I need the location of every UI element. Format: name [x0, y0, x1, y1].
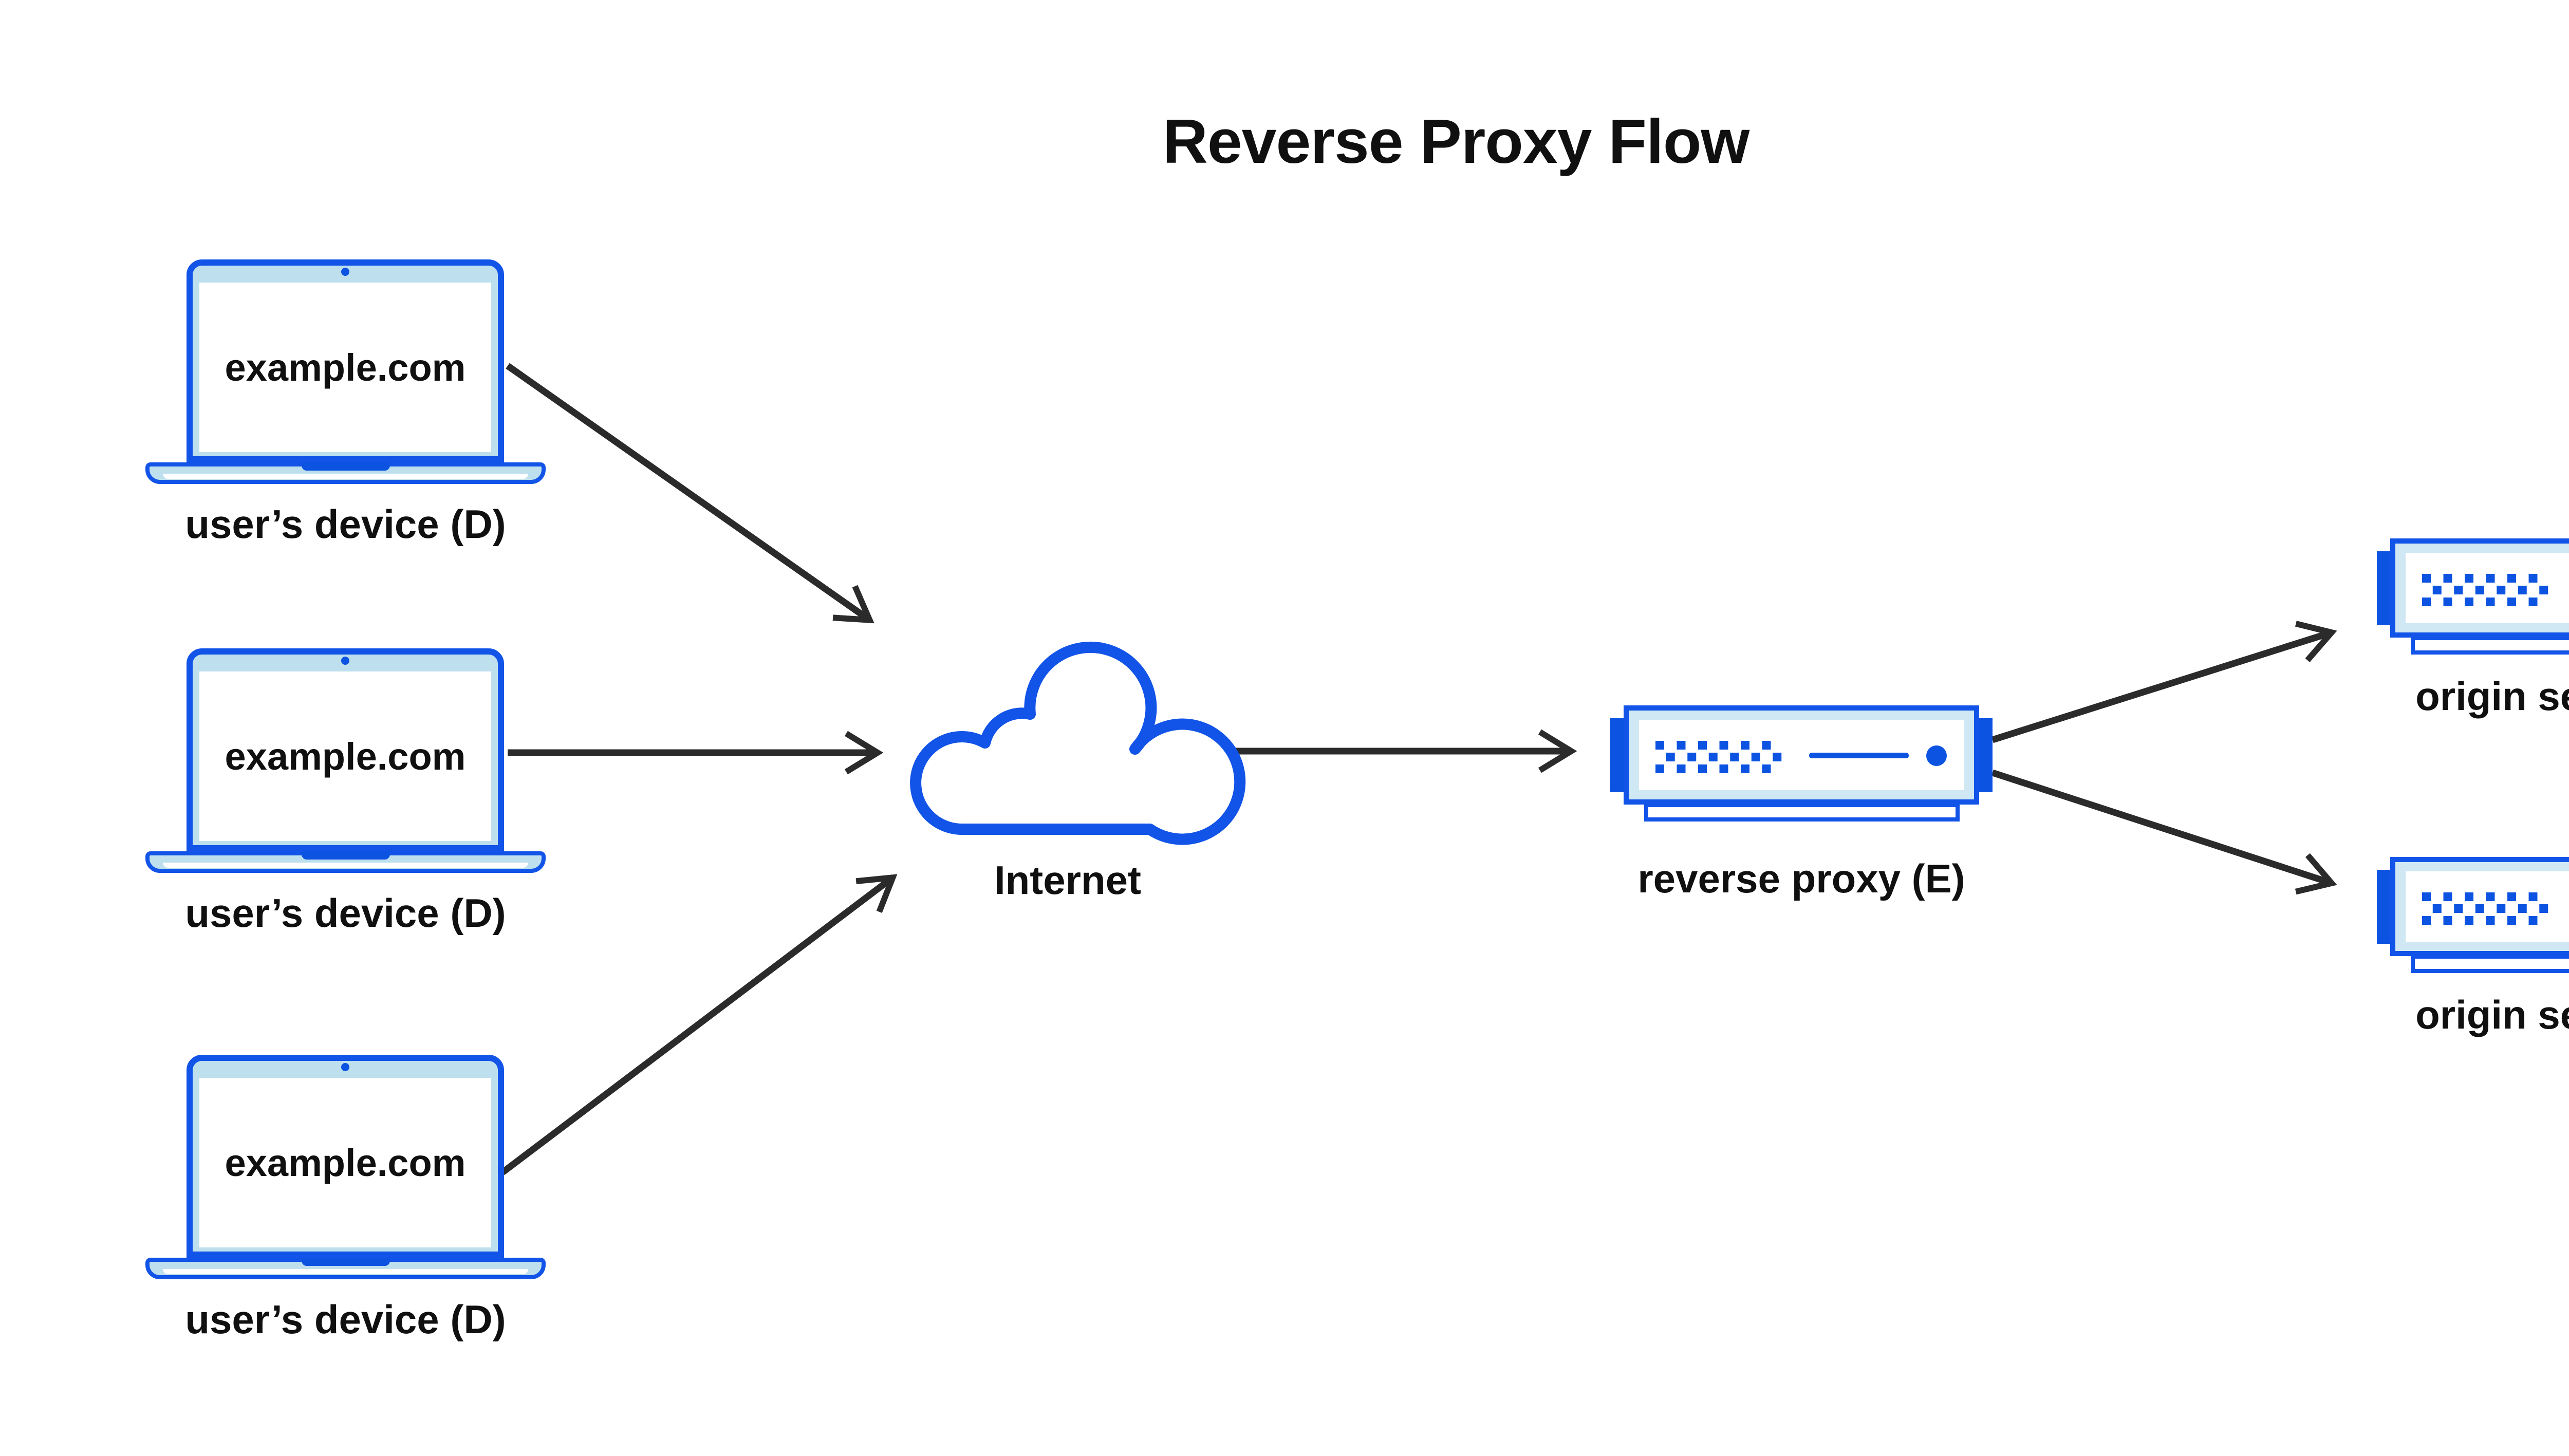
reverse-proxy: reverse proxy (E) [1610, 705, 1993, 901]
cloud-icon [910, 641, 1246, 845]
internet-label: Internet [994, 857, 1142, 903]
server-tab-left-icon [2377, 551, 2392, 625]
laptop-icon: example.com [187, 1055, 504, 1258]
server-base [2411, 955, 2569, 973]
laptop-icon: example.com [187, 259, 504, 462]
laptop-base [145, 1258, 546, 1279]
origin-server-2: origin server (F) [2377, 857, 2569, 1052]
server-tab-left-icon [2377, 870, 2392, 944]
screen-url-text: example.com [225, 735, 466, 778]
device-label: user’s device (D) [185, 890, 506, 936]
laptop-screen: example.com [199, 1078, 491, 1247]
server-tab-right-icon [1977, 718, 1993, 792]
server-faceplate [2406, 553, 2569, 623]
origin-server-1: origin server (F) [2377, 538, 2569, 734]
screen-url-text: example.com [225, 1141, 466, 1184]
server-base [1644, 803, 1960, 822]
origin-label: origin server (F) [2415, 674, 2569, 719]
trackpad-notch [301, 462, 390, 471]
camera-dot-icon [341, 657, 349, 665]
laptop-base [145, 462, 546, 484]
arrow-device3-to-internet [500, 874, 898, 1175]
user-device-1: example.com user’s device (D) [145, 259, 546, 547]
laptop-screen: example.com [199, 671, 491, 841]
server-faceplate [1639, 720, 1964, 790]
base-highlight [163, 474, 528, 479]
trackpad-notch [301, 851, 390, 860]
server-faceplate-detail [2422, 892, 2548, 925]
camera-dot-icon [341, 268, 349, 276]
trackpad-notch [301, 1258, 390, 1266]
server-faceplate-detail [2422, 574, 2548, 606]
server-base [2411, 636, 2569, 655]
proxy-label: reverse proxy (E) [1637, 856, 1965, 901]
laptop-icon: example.com [187, 648, 504, 851]
server-faceplate [2406, 871, 2569, 942]
user-device-2: example.com user’s device (D) [145, 648, 546, 936]
camera-dot-icon [341, 1063, 349, 1071]
device-label: user’s device (D) [185, 501, 506, 547]
base-highlight [163, 1269, 528, 1274]
arrow-proxy-to-origin2 [1991, 769, 2337, 895]
screen-url-text: example.com [225, 346, 466, 389]
user-device-3: example.com user’s device (D) [145, 1055, 546, 1342]
laptop-screen: example.com [199, 283, 491, 452]
base-highlight [163, 863, 528, 868]
device-label: user’s device (D) [185, 1297, 506, 1342]
page-title: Reverse Proxy Flow [1162, 106, 1750, 176]
server-icon [2390, 857, 2569, 956]
server-faceplate-detail [1655, 741, 1947, 773]
laptop-base [145, 851, 546, 873]
arrow-device1-to-internet [506, 363, 874, 624]
arrow-proxy-to-origin1 [1991, 621, 2337, 743]
server-icon [1624, 705, 1979, 805]
server-icon [2390, 538, 2569, 638]
server-tab-left-icon [1610, 718, 1626, 792]
origin-label: origin server (F) [2415, 992, 2569, 1037]
